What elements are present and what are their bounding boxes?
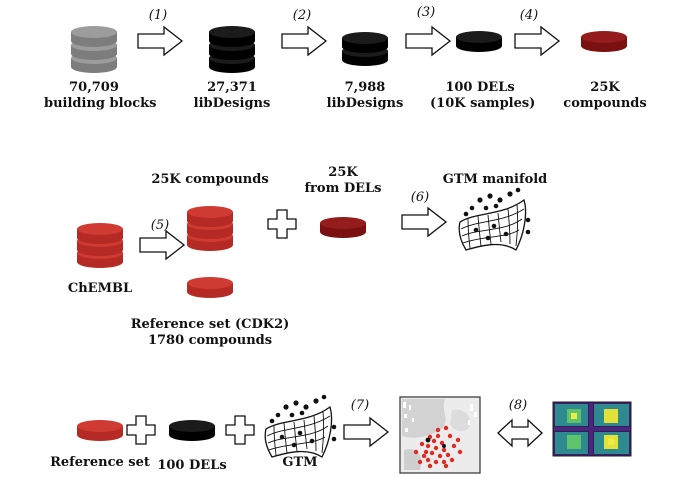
chembl-label: ChEMBL (67, 281, 133, 296)
compounds-25k-subset-database-icon (187, 206, 233, 251)
plus-icon-2 (225, 415, 255, 445)
reference-set-cdk2-title: Reference set (CDK2) (130, 317, 290, 332)
reference-set-database-icon (187, 277, 233, 298)
libdesigns-27371-label: 27,371 libDesigns (192, 80, 272, 112)
dels-25k-count: 25K (328, 165, 358, 180)
compounds-25k-label: 25K compounds (560, 80, 650, 112)
step8-double-arrow-icon (497, 419, 543, 447)
step-number-5: (5) (150, 218, 170, 233)
reference-set-cdk2-count: 1780 compounds (147, 333, 273, 348)
gtm-manifold-label: GTM manifold (442, 172, 548, 187)
libdesigns-27371-count: 27,371 (207, 80, 257, 95)
step5-arrow-icon (139, 230, 185, 260)
step-number-2: (2) (292, 8, 312, 23)
libdesigns-7988-label: 7,988 libDesigns (325, 80, 405, 112)
compounds-25k-count: 25K (590, 80, 620, 95)
compounds-25k-database-icon (581, 31, 627, 52)
dels-100-label: 100 DELs (157, 458, 227, 473)
building-blocks-database-icon (71, 26, 117, 73)
building-blocks-label: 70,709 building blocks (44, 80, 157, 112)
step3-arrow-icon (405, 26, 451, 56)
libdesigns-7988-text: libDesigns (326, 96, 404, 111)
libdesigns-27371-text: libDesigns (193, 96, 271, 111)
building-blocks-text: building blocks (44, 96, 157, 111)
libdesigns-7988-count: 7,988 (344, 80, 386, 95)
gtm-icon (264, 394, 337, 458)
dels-25k-text: from DELs (304, 181, 382, 196)
gtm-label: GTM (282, 455, 318, 470)
dels-label: 100 DELs (10K samples) (430, 80, 536, 112)
compounds-25k-subset-label: 25K compounds (151, 172, 269, 187)
dels-database-icon (456, 31, 502, 52)
dels-samples: (10K samples) (430, 96, 536, 111)
step1-arrow-icon (137, 26, 183, 56)
step4-arrow-icon (514, 26, 560, 56)
plus-icon (267, 209, 297, 239)
step-number-1: (1) (148, 8, 168, 23)
plus-icon-1 (126, 415, 156, 445)
dels-100-disk-icon (169, 420, 215, 441)
step-number-8: (8) (508, 398, 528, 413)
step-number-3: (3) (416, 5, 436, 20)
reference-set-disk-icon (77, 420, 123, 441)
step2-arrow-icon (281, 26, 327, 56)
chembl-database-icon (77, 223, 123, 268)
gtm-manifold-icon (458, 187, 531, 251)
step-number-4: (4) (519, 8, 539, 23)
reference-set-cdk2-label: Reference set (CDK2) 1780 compounds (130, 317, 290, 349)
step6-arrow-icon (401, 207, 447, 237)
similarity-heatmap (552, 401, 632, 457)
dels-25k-label: 25K from DELs (303, 165, 383, 197)
step-number-7: (7) (350, 398, 370, 413)
dels-25k-database-icon (320, 217, 366, 238)
compounds-25k-text: compounds (563, 96, 647, 111)
reference-set-label: Reference set (50, 455, 150, 470)
dels-count: 100 DELs (445, 80, 515, 95)
step-number-6: (6) (410, 190, 430, 205)
libdesigns-27371-database-icon (209, 26, 255, 73)
libdesigns-7988-database-icon (342, 32, 388, 66)
gtm-landscape-map (399, 396, 481, 474)
step7-arrow-icon (343, 417, 389, 447)
building-blocks-count: 70,709 (69, 80, 119, 95)
